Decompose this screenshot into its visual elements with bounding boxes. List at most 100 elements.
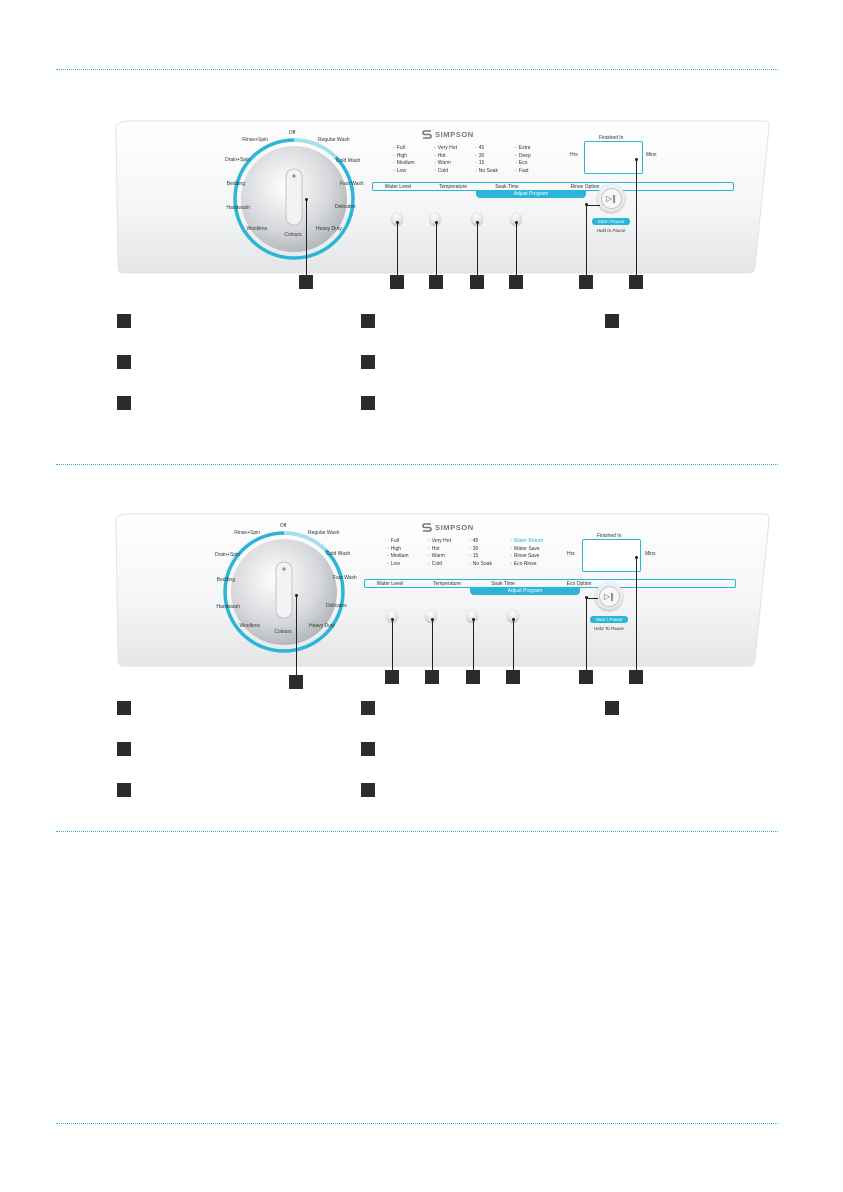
finished-in-label: Finished In: [597, 533, 622, 539]
leader-line: [585, 596, 588, 670]
option-item: 45: [475, 145, 498, 153]
callout-marker: [470, 275, 484, 289]
option-item: 30: [475, 153, 498, 161]
leader-line: [472, 618, 475, 670]
dial-label-bedding: Bedding: [216, 577, 235, 583]
soak-time-options: 45 30 15 No Soak: [469, 538, 492, 568]
option-item: Warm: [434, 160, 457, 168]
dial-label-regular-wash: Regular Wash: [308, 530, 340, 536]
hours-label: Hrs: [570, 152, 578, 158]
legend-marker: [361, 701, 375, 715]
option-item: 30: [469, 546, 492, 554]
option-item: Hot: [428, 546, 451, 554]
leader-line: [295, 594, 298, 675]
callout-marker: [390, 275, 404, 289]
dial-label-rinse-spin: Rinse+Spin: [242, 137, 268, 143]
dial-label-woollens: Woollens: [239, 623, 260, 629]
dial-label-rinse-spin: Rinse+Spin: [234, 530, 260, 536]
dial-label-cold-wash: Cold Wash: [336, 158, 361, 164]
bar-label-rinse-option: Rinse Option: [570, 184, 600, 190]
hold-to-pause-hint: Hold to Pause: [596, 228, 626, 233]
option-item: 15: [475, 160, 498, 168]
legend-marker: [361, 396, 375, 410]
control-panel-2: Off Regular Wash Cold Wash Fast Wash Del…: [114, 510, 770, 668]
legend-marker: [117, 783, 131, 797]
adjust-program-tab: Adjust Program: [476, 191, 586, 198]
dial-label-drain-spin: Drain+Spin: [215, 552, 240, 558]
option-item: Eco Rinse: [510, 561, 543, 569]
option-item: No Soak: [475, 168, 498, 176]
option-item: Fast: [515, 168, 531, 176]
start-pause-label: Start / Pause: [590, 616, 628, 623]
soak-time-button[interactable]: [466, 609, 478, 622]
leader-line: [396, 221, 399, 275]
start-pause-button[interactable]: ▷‖: [595, 582, 623, 610]
option-item: Deep: [515, 153, 531, 161]
legend-marker: [605, 701, 619, 715]
option-item: High: [387, 546, 409, 554]
bar-label-eco-option: Eco Option: [566, 581, 592, 587]
leader-line: [586, 205, 600, 206]
temperature-button[interactable]: [425, 609, 437, 622]
dial-label-colours: Colours: [274, 629, 292, 635]
water-level-button[interactable]: [386, 609, 398, 622]
water-level-button[interactable]: [391, 212, 403, 225]
callout-marker: [506, 670, 520, 684]
dial-label-heavy-duty: Heavy Duty: [316, 226, 342, 232]
hold-to-pause-hint: Hold To Pause: [594, 626, 624, 631]
dial-label-bedding: Bedding: [226, 181, 245, 187]
control-panel-1: Off Regular Wash Cold Wash Fast Wash Del…: [114, 117, 770, 275]
option-item: 45: [469, 538, 492, 546]
bar-label-temperature: Temperature: [432, 581, 462, 587]
brand-logo: SIMPSON: [422, 129, 474, 139]
callout-marker: [289, 675, 303, 689]
play-pause-icon: ▷‖: [598, 585, 620, 607]
dial-label-cold-wash: Cold Wash: [326, 551, 351, 557]
leader-line: [635, 158, 638, 275]
leader-line: [431, 618, 434, 670]
option-item: Low: [387, 561, 409, 569]
option-item: Water Return: [510, 538, 544, 546]
option-item: 15: [469, 553, 492, 561]
leader-line: [476, 221, 479, 275]
callout-marker: [629, 670, 643, 684]
legend-marker: [361, 314, 375, 328]
legend-marker: [117, 314, 131, 328]
panel-body: [115, 120, 770, 274]
option-item: Cold: [434, 168, 457, 176]
dial-label-heavy-duty: Heavy Duty: [309, 623, 335, 629]
bar-label-soak-time: Soak Time: [491, 581, 515, 587]
dial-label-fast-wash: Fast Wash: [340, 181, 364, 187]
soak-time-button[interactable]: [471, 212, 483, 225]
dial-label-woollens: Woollens: [246, 226, 267, 232]
start-pause-button[interactable]: ▷‖: [597, 184, 625, 212]
rinse-option-button[interactable]: [510, 212, 522, 225]
leader-line: [586, 598, 598, 599]
callout-marker: [629, 275, 643, 289]
legend-marker: [117, 396, 131, 410]
option-item: Low: [393, 168, 415, 176]
callout-marker: [429, 275, 443, 289]
bar-label-soak-time: Soak Time: [495, 184, 519, 190]
simpson-s-logo-icon: [422, 129, 432, 139]
dial-label-fast-wash: Fast Wash: [333, 575, 357, 581]
option-item: Warm: [428, 553, 451, 561]
option-item: Full: [393, 145, 415, 153]
leader-line: [305, 198, 308, 275]
dial-label-handwash: Handwash: [216, 604, 240, 610]
legend-marker: [605, 314, 619, 328]
minutes-label: Mins: [645, 551, 656, 557]
dial-label-drain-spin: Drain+Spin: [225, 157, 250, 163]
option-item: Medium: [393, 160, 415, 168]
option-item: Extra: [515, 145, 531, 153]
dial-label-regular-wash: Regular Wash: [318, 137, 350, 143]
legend-marker: [117, 355, 131, 369]
callout-marker: [579, 670, 593, 684]
temperature-button[interactable]: [429, 212, 441, 225]
dial-label-delicates: Delicates: [326, 603, 347, 609]
hours-label: Hrs: [567, 551, 575, 557]
brand-logo: SIMPSON: [422, 522, 474, 532]
eco-option-button[interactable]: [507, 609, 519, 622]
option-item: Eco: [515, 160, 531, 168]
dial-label-colours: Colours: [284, 232, 302, 238]
